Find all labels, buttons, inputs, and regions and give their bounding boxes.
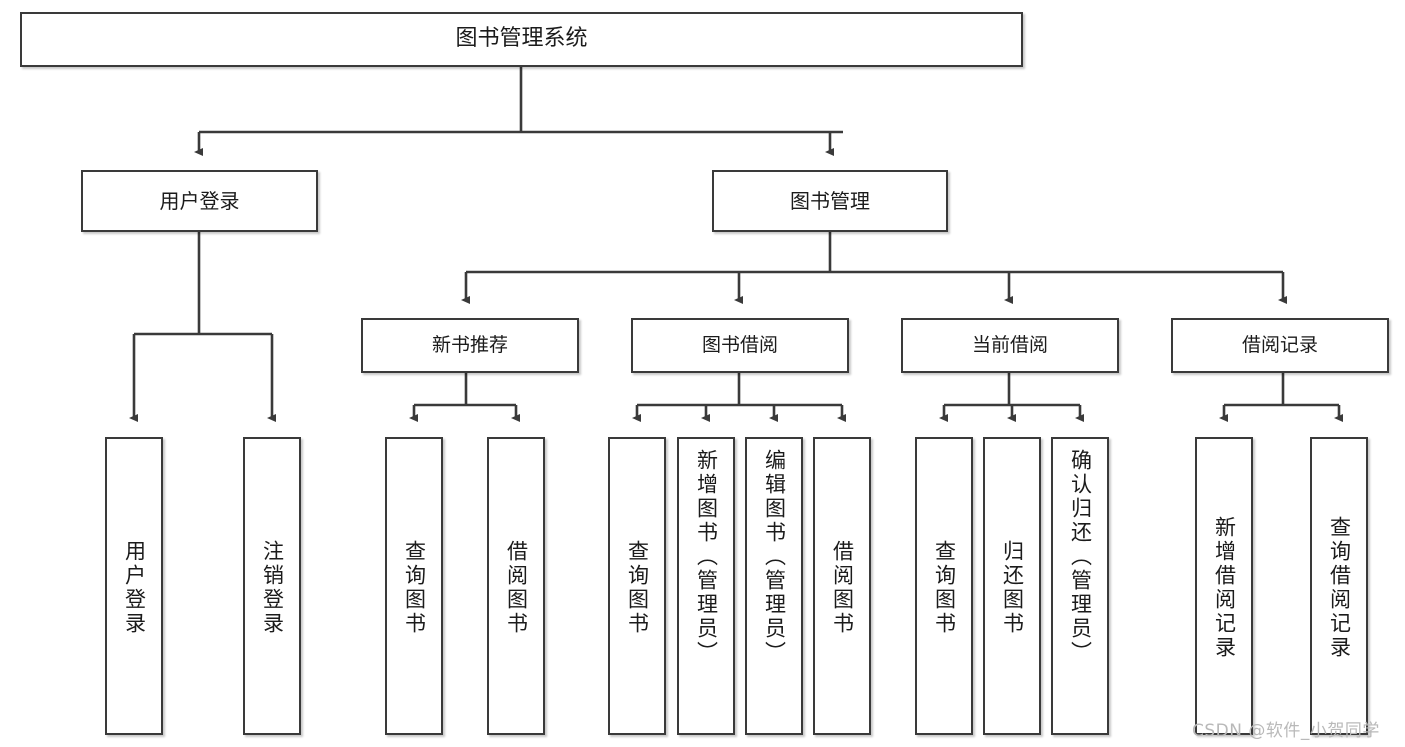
node-book-management-label: 图书管理 xyxy=(790,189,870,213)
node-user-login-label: 用户登录 xyxy=(159,189,240,213)
watermark: CSDN @软件_小贺同学 xyxy=(1192,721,1380,741)
node-root[interactable]: 图书管理系统 xyxy=(20,12,1023,67)
leaf-label: 借阅图书 xyxy=(504,540,529,636)
node-book-borrow[interactable]: 图书借阅 xyxy=(631,318,849,373)
node-current-borrow[interactable]: 当前借阅 xyxy=(901,318,1119,373)
leaf-query-book-current[interactable]: 查询图书 xyxy=(915,437,973,735)
leaf-return-book[interactable]: 归还图书 xyxy=(983,437,1041,735)
node-new-book-recommend[interactable]: 新书推荐 xyxy=(361,318,579,373)
leaf-label: 查询图书 xyxy=(402,540,427,636)
node-book-management[interactable]: 图书管理 xyxy=(712,170,948,232)
leaf-label: 查询图书 xyxy=(932,540,957,636)
leaf-query-book-borrow[interactable]: 查询图书 xyxy=(608,437,666,735)
leaf-add-borrow-record[interactable]: 新增借阅记录 xyxy=(1195,437,1253,735)
leaf-borrow-book[interactable]: 借阅图书 xyxy=(813,437,871,735)
leaf-confirm-return-admin[interactable]: 确认归还（管理员） xyxy=(1051,437,1109,735)
leaf-user-login[interactable]: 用户登录 xyxy=(105,437,163,735)
node-root-label: 图书管理系统 xyxy=(455,26,588,52)
node-borrow-record-label: 借阅记录 xyxy=(1241,334,1318,357)
leaf-label: 查询借阅记录 xyxy=(1327,516,1352,660)
leaf-label: 确认归还（管理员） xyxy=(1068,449,1093,665)
leaf-query-book-rec[interactable]: 查询图书 xyxy=(385,437,443,735)
node-user-login[interactable]: 用户登录 xyxy=(81,170,318,232)
leaf-query-borrow-record[interactable]: 查询借阅记录 xyxy=(1310,437,1368,735)
leaf-label: 新增借阅记录 xyxy=(1212,516,1237,660)
leaf-logout[interactable]: 注销登录 xyxy=(243,437,301,735)
leaf-label: 新增图书（管理员） xyxy=(694,449,719,665)
node-current-borrow-label: 当前借阅 xyxy=(971,334,1048,357)
node-new-book-recommend-label: 新书推荐 xyxy=(431,334,508,357)
leaf-label: 查询图书 xyxy=(625,540,650,636)
leaf-label: 用户登录 xyxy=(122,540,147,636)
node-book-borrow-label: 图书借阅 xyxy=(701,334,778,357)
leaf-add-book-admin[interactable]: 新增图书（管理员） xyxy=(677,437,735,735)
leaf-label: 注销登录 xyxy=(260,540,285,636)
leaf-edit-book-admin[interactable]: 编辑图书（管理员） xyxy=(745,437,803,735)
leaf-label: 归还图书 xyxy=(1000,540,1025,636)
leaf-borrow-book-rec[interactable]: 借阅图书 xyxy=(487,437,545,735)
node-borrow-record[interactable]: 借阅记录 xyxy=(1171,318,1389,373)
leaf-label: 借阅图书 xyxy=(830,540,855,636)
leaf-label: 编辑图书（管理员） xyxy=(762,449,787,665)
